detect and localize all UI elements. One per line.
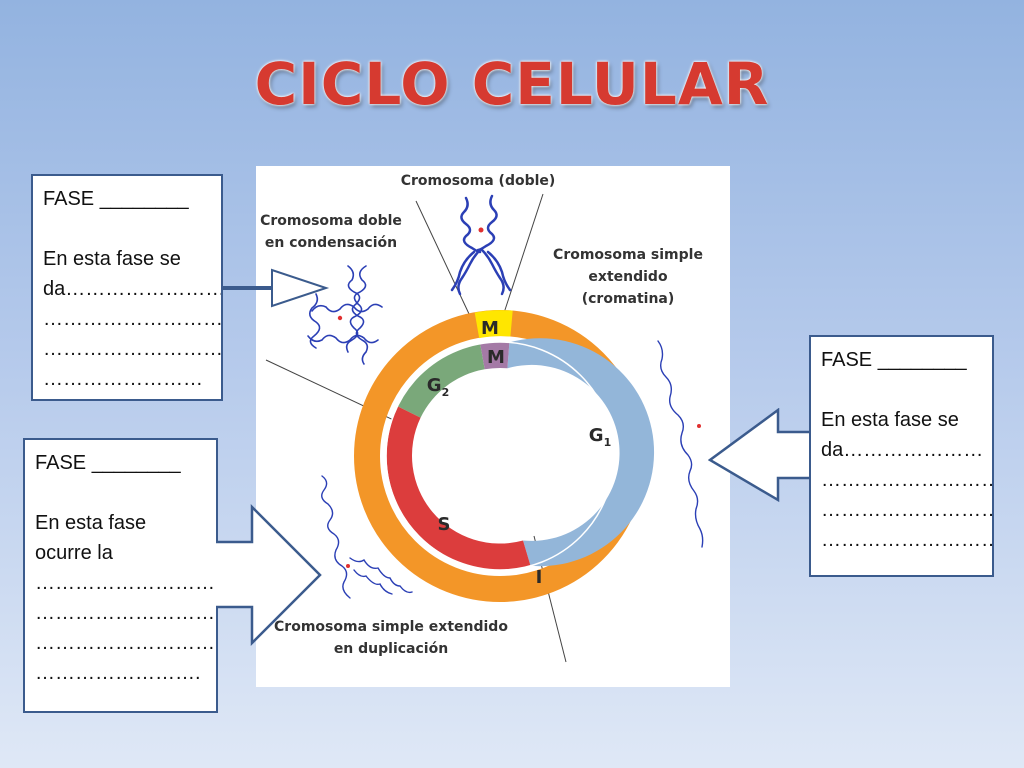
arrow-right-small-icon bbox=[222, 268, 330, 308]
box2-line-3: En esta fase bbox=[35, 512, 147, 534]
arrow-right-large-icon bbox=[216, 503, 322, 647]
box2-line-8: ……………………. bbox=[35, 662, 201, 684]
box1-line-1: FASE ________ bbox=[43, 188, 189, 210]
s-label: S bbox=[438, 514, 451, 535]
box3-line-2 bbox=[821, 375, 982, 405]
condensing-chromosome-icon bbox=[307, 265, 383, 365]
box2-line-1: FASE ________ bbox=[35, 452, 181, 474]
cell-cycle-diagram: M I M G2 G1 S bbox=[265, 193, 704, 663]
g2-label: G2 bbox=[427, 375, 449, 399]
duplicating-chromosome-icon bbox=[321, 475, 413, 599]
box2-line-7: ……………………… bbox=[35, 632, 215, 654]
box3-line-6: ……………………… bbox=[821, 499, 994, 521]
divider-line-top-right bbox=[502, 193, 544, 317]
phase-box-top-left[interactable]: FASE ________ En esta fase se da……………………… bbox=[31, 174, 223, 401]
label-condensing-line1: Cromosoma doble bbox=[260, 213, 402, 229]
outer-mitosis-segment bbox=[474, 310, 513, 339]
box3-line-1: FASE ________ bbox=[821, 349, 967, 371]
box3-line-7: ……………………… bbox=[821, 529, 994, 551]
divider-line-top-left bbox=[415, 200, 471, 317]
arrow-left-icon bbox=[708, 408, 812, 503]
label-condensing-chromosome: Cromosoma doble en condensación bbox=[256, 210, 406, 254]
box3-line-4: da………………… bbox=[821, 439, 984, 461]
label-double-chromosome: Cromosoma (doble) bbox=[400, 173, 556, 189]
inner-ring-outline bbox=[385, 341, 615, 571]
box2-line-2 bbox=[35, 478, 206, 508]
label-duplicating-line2: en duplicación bbox=[333, 641, 449, 657]
label-extended-line3: (cromatina) bbox=[581, 291, 675, 307]
label-condensing-line2: en condensación bbox=[264, 235, 398, 251]
phase-box-bottom-left[interactable]: FASE ________ En esta fase ocurre la ………… bbox=[23, 438, 218, 713]
extended-chromosome-icon bbox=[657, 340, 704, 548]
label-extended-line1: Cromosoma simple bbox=[553, 247, 703, 263]
box1-line-4: da…………………… bbox=[43, 278, 223, 300]
box2-line-4: ocurre la bbox=[35, 542, 113, 564]
box1-line-7: …………………… bbox=[43, 368, 203, 390]
g1-label: G1 bbox=[589, 425, 611, 449]
box2-line-6: ……………………… bbox=[35, 602, 215, 624]
box1-line-2 bbox=[43, 214, 211, 244]
phase-box-right[interactable]: FASE ________ En esta fase se da………………… … bbox=[809, 335, 994, 577]
s-phase-segment bbox=[386, 406, 531, 570]
inner-mitosis-segment bbox=[480, 341, 510, 370]
box1-line-5: ……………………… bbox=[43, 308, 223, 330]
outer-m-label: M bbox=[481, 318, 499, 339]
double-chromosome-icon bbox=[450, 194, 512, 296]
box2-line-5: ……………………… bbox=[35, 572, 215, 594]
box3-line-5: ……………………… bbox=[821, 469, 994, 491]
box1-line-3: En esta fase se bbox=[43, 248, 181, 270]
label-duplicating-line1: Cromosoma simple extendido bbox=[274, 619, 508, 635]
cell-cycle-figure: M I M G2 G1 S bbox=[256, 166, 730, 687]
label-extended-chromosome: Cromosoma simple extendido (cromatina) bbox=[548, 244, 708, 310]
box3-line-3: En esta fase se bbox=[821, 409, 959, 431]
label-duplicating-chromosome: Cromosoma simple extendido en duplicació… bbox=[266, 616, 516, 660]
inner-m-label: M bbox=[487, 347, 505, 368]
g2-phase-segment bbox=[397, 343, 485, 418]
label-extended-line2: extendido bbox=[588, 269, 668, 285]
outer-i-label: I bbox=[536, 567, 543, 588]
page-title: CICLO CELULAR bbox=[254, 50, 770, 118]
box1-line-6: ……………………… bbox=[43, 338, 223, 360]
g1-phase-segment bbox=[507, 338, 655, 567]
